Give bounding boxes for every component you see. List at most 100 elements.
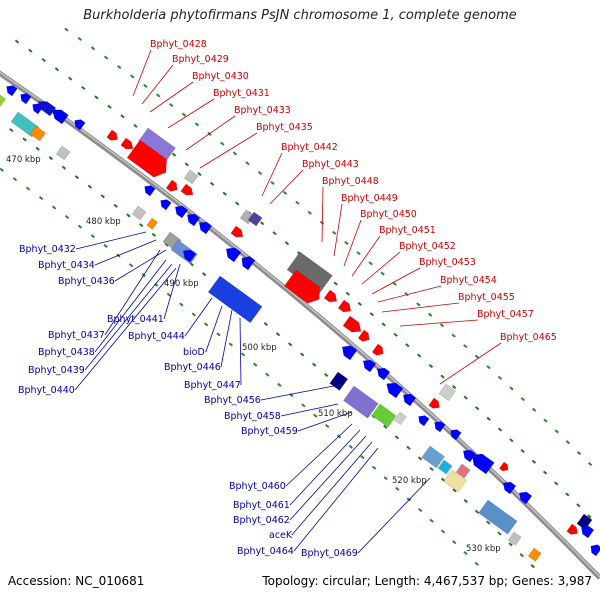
- tick-dot: [530, 564, 535, 569]
- forward-gene-label: Bphyt_0453: [419, 257, 476, 268]
- gene-block-cyan: [437, 459, 453, 475]
- tick-dot: [113, 203, 118, 208]
- gene-block-navy: [329, 371, 349, 391]
- reverse-gene-label: Bphyt_0460: [229, 481, 286, 492]
- tick-dot: [463, 498, 468, 504]
- forward-gene-label: Bphyt_0449: [341, 193, 398, 204]
- tick-dot: [139, 223, 144, 228]
- gene-block-grey: [55, 145, 71, 161]
- tick-dot: [509, 438, 514, 443]
- scale-label: 490 kbp: [164, 279, 199, 289]
- gene-arrow: [225, 247, 242, 263]
- tick-dot: [324, 372, 329, 378]
- tick-dot: [107, 104, 112, 109]
- tick-dot: [440, 529, 446, 534]
- tick-dot: [394, 435, 400, 440]
- gene-arrow: [450, 429, 462, 441]
- tick-dot: [428, 363, 434, 369]
- label-leader: [280, 403, 339, 417]
- tick-dot: [184, 162, 189, 167]
- label-leader: [94, 259, 167, 353]
- label-leader: [205, 305, 223, 353]
- gene-arrow: [498, 461, 509, 472]
- tick-dot: [94, 95, 99, 100]
- forward-gene-label: Bphyt_0443: [302, 159, 359, 170]
- gene-arrow: [186, 213, 201, 227]
- tick-dot: [312, 362, 317, 367]
- label-leader: [167, 98, 215, 129]
- gene-arrow: [6, 85, 18, 97]
- scale-label: 500 kbp: [242, 343, 277, 353]
- reverse-gene-label: aceK: [269, 530, 293, 541]
- reverse-gene-label: Bphyt_0434: [38, 260, 95, 271]
- forward-gene-label: Bphyt_0452: [399, 241, 456, 252]
- tick-dot: [587, 514, 592, 519]
- tick-dot: [325, 423, 330, 429]
- tick-dot: [576, 451, 582, 456]
- gene-block-grey: [183, 169, 199, 185]
- gene-arrow: [323, 289, 338, 303]
- forward-gene-label: Bphyt_0451: [379, 225, 436, 236]
- reverse-gene-label: Bphyt_0456: [204, 395, 261, 406]
- reverse-gene-label: Bphyt_0440: [18, 385, 75, 396]
- tick-dot: [405, 343, 410, 348]
- label-leader: [74, 267, 177, 391]
- tick-dot: [41, 57, 46, 63]
- tick-dot: [313, 413, 318, 418]
- label-leader: [351, 235, 381, 277]
- label-leader: [361, 251, 401, 285]
- tick-dot: [51, 205, 57, 210]
- tick-dot: [520, 397, 526, 402]
- accession-text: Accession: NC_010681: [8, 574, 145, 588]
- label-leader: [261, 152, 283, 197]
- label-leader: [84, 263, 173, 371]
- reverse-gene-label: Bphyt_0446: [164, 362, 221, 373]
- gene-arrow: [230, 225, 244, 238]
- tick-dot: [35, 146, 40, 151]
- tick-dot: [439, 323, 445, 328]
- reverse-gene-label: bioD: [183, 347, 205, 358]
- label-leader: [291, 441, 373, 536]
- tick-dot: [133, 123, 138, 128]
- gene-block-lightblue: [421, 445, 445, 469]
- tick-dot: [380, 271, 385, 276]
- tick-dot: [67, 76, 73, 81]
- label-leader: [399, 319, 479, 327]
- tick-dot: [130, 74, 135, 79]
- label-leader: [289, 435, 367, 521]
- forward-gene-label: Bphyt_0435: [256, 122, 313, 133]
- genome-summary-text: Topology: circular; Length: 4,467,537 bp…: [262, 574, 592, 588]
- tick-dot: [120, 114, 125, 119]
- tick-dot: [74, 175, 80, 180]
- tick-dot: [451, 384, 457, 390]
- label-leader: [297, 411, 353, 432]
- gene-arrow: [341, 345, 358, 361]
- gene-arrow: [126, 139, 167, 178]
- label-leader: [104, 249, 161, 336]
- forward-gene-label: Bphyt_0442: [281, 142, 338, 153]
- tick-dot: [245, 161, 250, 166]
- tick-dot: [440, 477, 446, 482]
- tick-dot: [451, 333, 456, 338]
- tick-dot: [332, 230, 337, 235]
- label-leader: [343, 219, 362, 267]
- tick-dot: [143, 83, 148, 89]
- tick-dot: [452, 540, 457, 545]
- tick-dot: [508, 542, 513, 547]
- tick-dot: [253, 362, 258, 367]
- tick-dot: [486, 365, 491, 370]
- forward-gene-label: Bphyt_0430: [192, 71, 249, 82]
- tick-dot: [345, 291, 350, 296]
- tick-dot: [12, 177, 18, 182]
- gene-arrow: [428, 397, 440, 409]
- label-leader: [114, 249, 167, 282]
- tick-dot: [356, 251, 361, 256]
- gene-arrow: [180, 183, 194, 196]
- gene-arrow: [402, 393, 417, 407]
- gene-arrow: [371, 343, 384, 356]
- tick-dot: [418, 507, 423, 513]
- tick-dot: [171, 152, 177, 157]
- forward-gene-label: Bphyt_0457: [477, 309, 534, 320]
- tick-dot: [28, 48, 33, 53]
